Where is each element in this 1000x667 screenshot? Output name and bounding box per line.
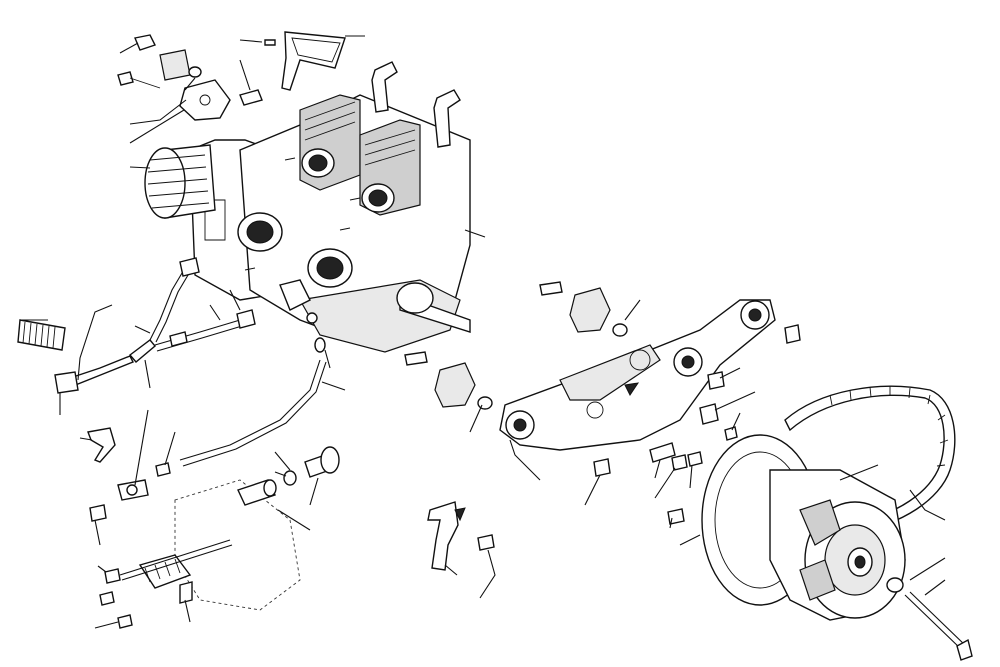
drive-mount-plate (404, 281, 801, 477)
impulse-hose (87, 337, 327, 522)
drive-clutch-assembly (667, 385, 973, 661)
engine-top-hardware (117, 31, 346, 121)
small-bracket (427, 501, 495, 571)
recoil-starter (144, 144, 216, 219)
leader-lines (22, 35, 946, 629)
fuel-hose-set (17, 257, 256, 394)
engine-assembly (189, 61, 471, 353)
mount-bracket-assembly (99, 446, 340, 629)
